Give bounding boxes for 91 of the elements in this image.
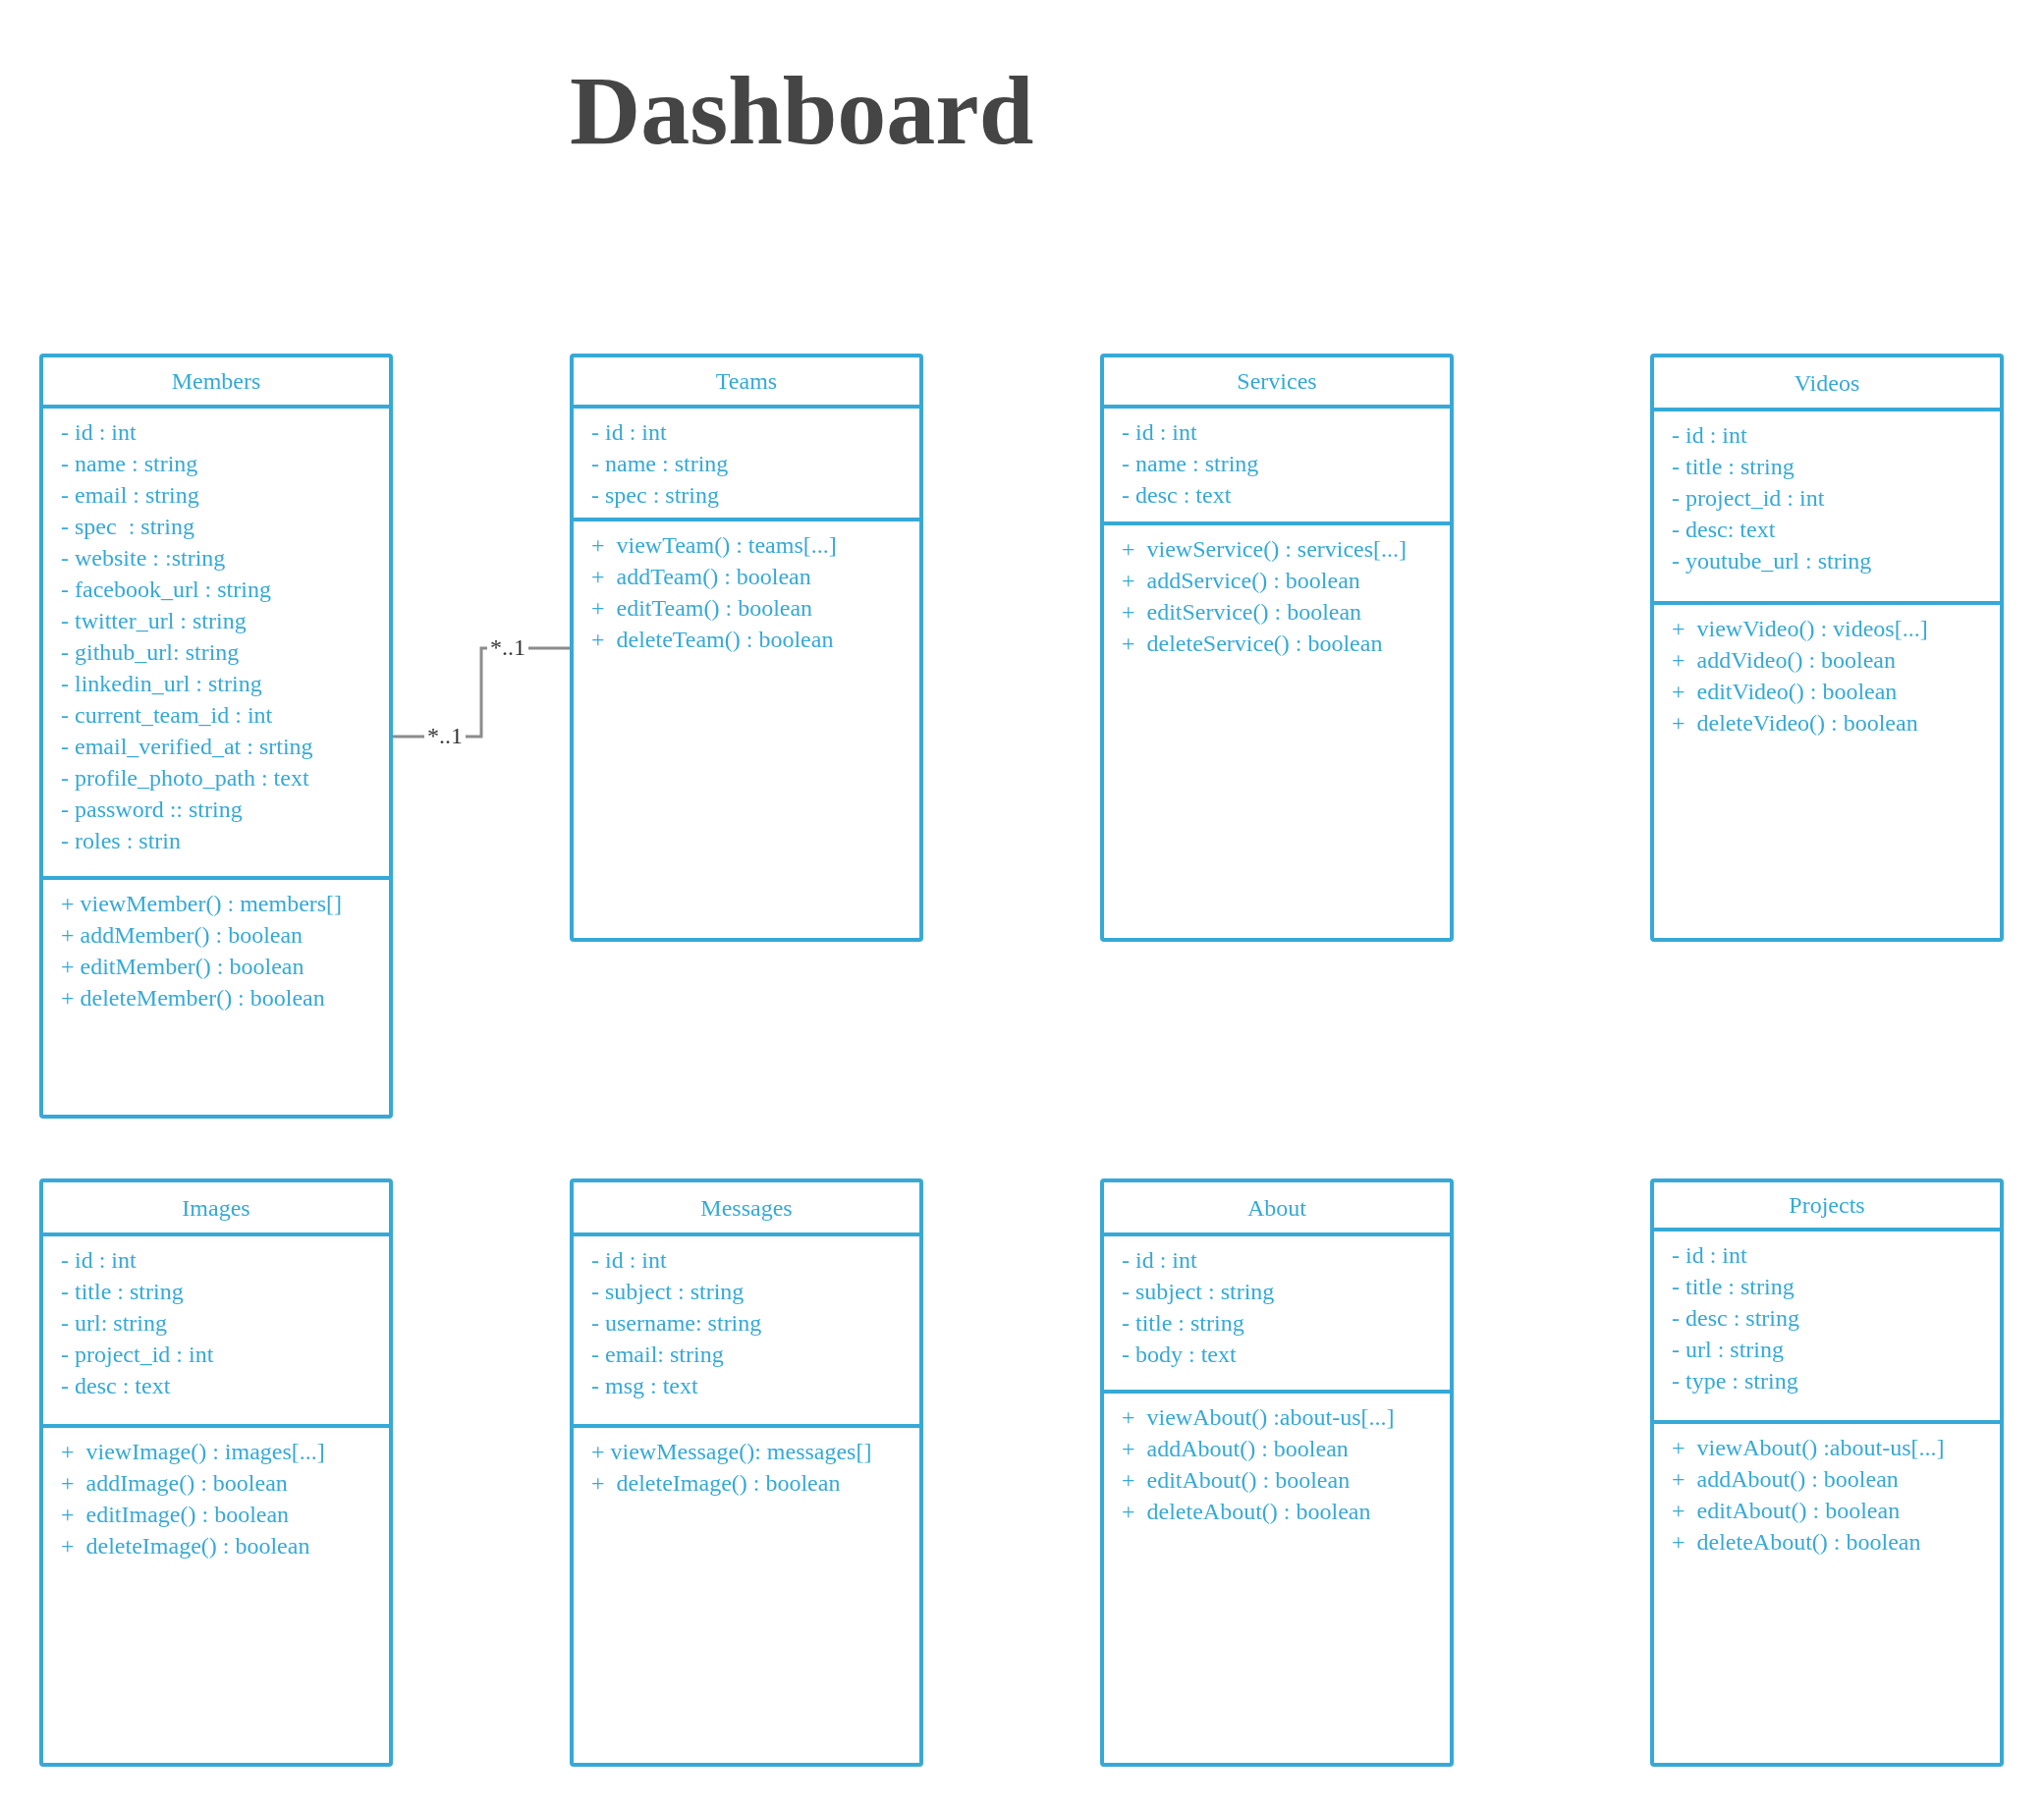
attribute-text: - project_id : int	[61, 1341, 214, 1369]
class-box	[39, 354, 393, 1119]
attribute-text: - msg : text	[591, 1372, 698, 1400]
class-name: Teams	[715, 369, 778, 393]
method-text: + deleteVideo() : boolean	[1672, 709, 1918, 738]
method-text: + editMember() : boolean	[61, 953, 304, 981]
attribute-text: - username: string	[591, 1309, 762, 1338]
attribute-text: - type : string	[1672, 1367, 1798, 1396]
class-box	[1100, 1178, 1454, 1767]
attribute-text: - name : string	[61, 450, 198, 478]
attribute-text: - email_verified_at : srting	[61, 733, 313, 761]
attribute-text: - subject : string	[1122, 1278, 1275, 1306]
method-text: + addAbout() : boolean	[1122, 1435, 1349, 1463]
method-text: + editImage() : boolean	[61, 1501, 290, 1529]
attribute-text: - id : int	[61, 1246, 137, 1275]
method-text: + viewImage() : images[...]	[61, 1438, 325, 1466]
attribute-text: - current_team_id : int	[61, 701, 273, 730]
method-text: + addImage() : boolean	[61, 1469, 288, 1498]
attribute-text: - spec : string	[591, 481, 719, 510]
method-text: + deleteAbout() : boolean	[1672, 1528, 1921, 1557]
method-text: + viewTeam() : teams[...]	[591, 531, 837, 560]
attribute-text: - title : string	[61, 1278, 184, 1306]
attribute-text: - roles : strin	[61, 827, 181, 855]
class-box	[570, 1178, 923, 1767]
method-text: + addMember() : boolean	[61, 921, 304, 950]
attribute-text: - spec : string	[61, 513, 194, 541]
method-text: + viewAbout() :about-us[...]	[1122, 1403, 1395, 1432]
method-text: + editTeam() : boolean	[591, 594, 813, 623]
method-text: + deleteService() : boolean	[1122, 630, 1383, 658]
method-text: + addService() : boolean	[1122, 567, 1360, 595]
method-text: + viewAbout() :about-us[...]	[1672, 1434, 1945, 1462]
attribute-text: - url : string	[1672, 1336, 1784, 1364]
attribute-text: - project_id : int	[1672, 484, 1825, 513]
class-box	[570, 354, 923, 942]
class-name: Services	[1237, 369, 1317, 393]
attribute-text: - title : string	[1122, 1309, 1244, 1338]
class-name: Videos	[1794, 370, 1860, 395]
method-text: + addAbout() : boolean	[1672, 1465, 1899, 1494]
attribute-text: - body : text	[1122, 1341, 1237, 1369]
attribute-text: - title : string	[1672, 1273, 1795, 1301]
method-text: + viewMessage(): messages[]	[591, 1438, 872, 1466]
method-text: + editVideo() : boolean	[1672, 678, 1898, 706]
attribute-text: - url: string	[61, 1309, 167, 1338]
attribute-text: - id : int	[591, 418, 667, 447]
method-text: + addTeam() : boolean	[591, 563, 811, 591]
class-box	[1650, 1178, 2004, 1767]
attribute-text: - twitter_url : string	[61, 607, 247, 635]
attribute-text: - profile_photo_path : text	[61, 764, 309, 793]
class-box	[39, 1178, 393, 1767]
attribute-text: - subject : string	[591, 1278, 745, 1306]
attribute-text: - id : int	[1122, 418, 1197, 447]
method-text: + viewVideo() : videos[...]	[1672, 615, 1928, 643]
class-name: Projects	[1789, 1193, 1865, 1217]
class-name: About	[1247, 1195, 1306, 1220]
attribute-text: - id : int	[591, 1246, 667, 1275]
method-text: + editAbout() : boolean	[1122, 1466, 1351, 1495]
attribute-text: - desc: text	[1672, 516, 1776, 544]
attribute-text: - desc : string	[1672, 1304, 1799, 1333]
method-text: + editAbout() : boolean	[1672, 1497, 1901, 1525]
class-name: Messages	[700, 1195, 793, 1220]
attribute-text: - youtube_url : string	[1672, 547, 1872, 575]
attribute-text: - github_url: string	[61, 638, 240, 667]
attribute-text: - website : :string	[61, 544, 226, 573]
attribute-text: - desc : text	[1122, 481, 1232, 510]
attribute-text: - password :: string	[61, 795, 243, 824]
class-name: Members	[171, 369, 261, 393]
class-box	[1100, 354, 1454, 942]
class-box	[1650, 354, 2004, 942]
method-text: + viewMember() : members[]	[61, 890, 343, 918]
attribute-text: - name : string	[591, 450, 729, 478]
attribute-text: - desc : text	[61, 1372, 171, 1400]
attribute-text: - facebook_url : string	[61, 575, 271, 604]
attribute-text: - name : string	[1122, 450, 1259, 478]
attribute-text: - email: string	[591, 1341, 724, 1369]
attribute-text: - title : string	[1672, 453, 1795, 481]
method-text: + deleteImage() : boolean	[591, 1469, 841, 1498]
method-text: + deleteImage() : boolean	[61, 1532, 310, 1561]
method-text: + addVideo() : boolean	[1672, 646, 1897, 675]
attribute-text: - id : int	[1672, 421, 1747, 450]
method-text: + deleteTeam() : boolean	[591, 626, 834, 654]
attribute-text: - id : int	[61, 418, 137, 447]
attribute-text: - id : int	[1672, 1241, 1747, 1270]
method-text: + deleteMember() : boolean	[61, 984, 325, 1013]
attribute-text: - email : string	[61, 481, 199, 510]
class-name: Images	[182, 1195, 250, 1220]
method-text: + deleteAbout() : boolean	[1122, 1498, 1371, 1526]
title: Dashboard	[570, 57, 1034, 165]
attribute-text: - id : int	[1122, 1246, 1197, 1275]
attribute-text: - linkedin_url : string	[61, 670, 262, 698]
method-text: + viewService() : services[...]	[1122, 535, 1408, 564]
method-text: + editService() : boolean	[1122, 598, 1362, 627]
